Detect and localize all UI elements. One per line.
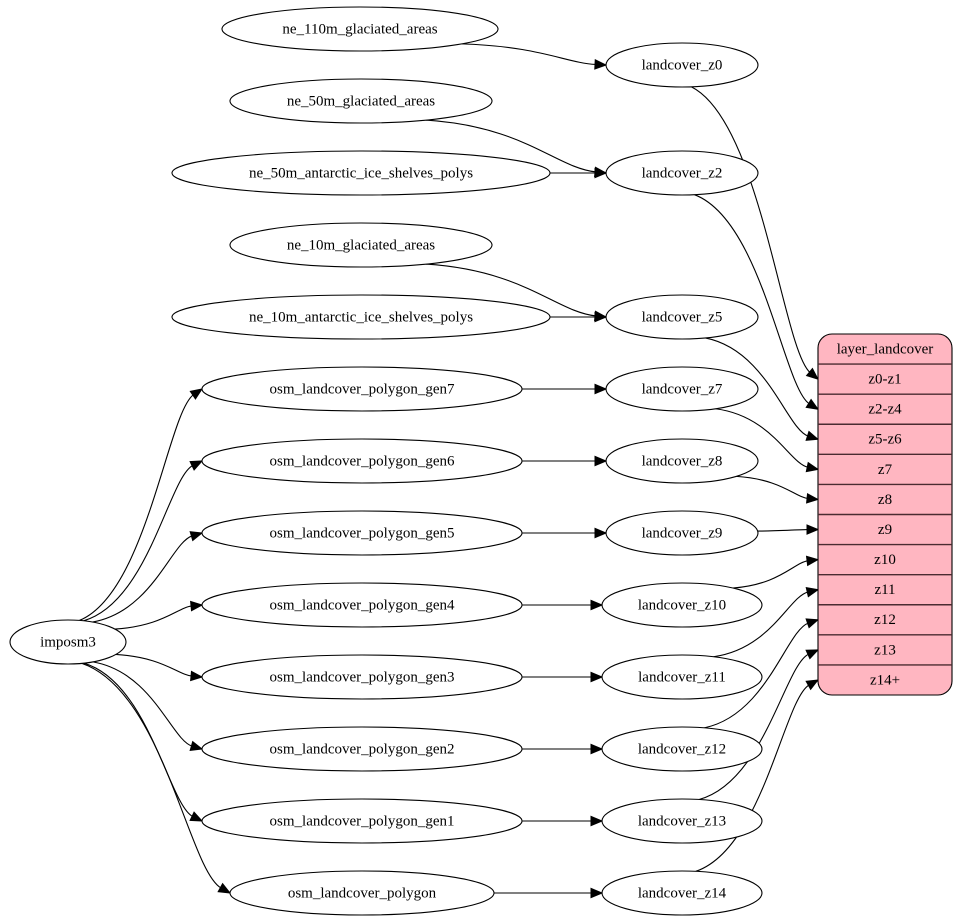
edge-layer xyxy=(79,43,820,899)
edge-landcover_z7-to-layer_landcover-z7 xyxy=(715,408,820,473)
node-landcover_z0[interactable]: landcover_z0 xyxy=(605,42,759,88)
edge-landcover_z2-to-layer_landcover-z2-z4 xyxy=(694,194,820,410)
edge-osm_landcover_polygon_gen3-to-landcover_z11 xyxy=(522,671,604,683)
edge-imposm3-to-osm_landcover_polygon_gen1 xyxy=(83,662,204,822)
edge-ne_110m_glaciated_areas-to-landcover_z0 xyxy=(461,43,608,70)
node-ne_50m_antarctic_ice_shelves_polys[interactable]: ne_50m_antarctic_ice_shelves_polys xyxy=(171,150,551,196)
node-ne_10m_glaciated_areas[interactable]: ne_10m_glaciated_areas xyxy=(229,222,493,268)
node-layer: imposm3 ne_110m_glaciated_areas ne_50m_gla… xyxy=(9,6,763,916)
edge-landcover_z14-to-layer_landcover-z14- xyxy=(695,679,820,872)
node-osm_landcover_polygon[interactable]: osm_landcover_polygon xyxy=(229,870,495,916)
node-osm_landcover_polygon_gen6[interactable]: osm_landcover_polygon_gen6 xyxy=(201,438,523,484)
edge-osm_landcover_polygon_gen2-to-landcover_z12 xyxy=(521,743,604,755)
edge-osm_landcover_polygon_gen4-to-landcover_z10 xyxy=(522,599,604,611)
node-landcover_z5[interactable]: landcover_z5 xyxy=(605,294,759,340)
node-osm_landcover_polygon_gen5[interactable]: osm_landcover_polygon_gen5 xyxy=(201,510,523,556)
edge-landcover_z0-to-layer_landcover-z0-z1 xyxy=(691,86,819,380)
node-landcover_z7[interactable]: landcover_z7 xyxy=(605,366,759,412)
edge-imposm3-to-osm_landcover_polygon_gen5 xyxy=(92,531,204,623)
node-osm_landcover_polygon_gen4[interactable]: osm_landcover_polygon_gen4 xyxy=(201,582,523,628)
edge-landcover_z9-to-layer_landcover-z9 xyxy=(757,524,820,535)
record-node-layer: layer_landcoverz0-z1z2-z4z5-z6z7z8z9z10z… xyxy=(817,333,953,696)
node-ne_10m_antarctic_ice_shelves_polys[interactable]: ne_10m_antarctic_ice_shelves_polys xyxy=(171,294,551,340)
node-osm_landcover_polygon_gen1[interactable]: osm_landcover_polygon_gen1 xyxy=(201,798,523,844)
node-landcover_z13[interactable]: landcover_z13 xyxy=(601,798,763,844)
node-imposm3[interactable]: imposm3 xyxy=(9,619,127,665)
edge-landcover_z13-to-layer_landcover-z13 xyxy=(698,649,820,801)
edge-landcover_z10-to-layer_landcover-z10 xyxy=(732,555,820,589)
edge-landcover_z12-to-layer_landcover-z12 xyxy=(704,618,820,729)
edge-imposm3-to-osm_landcover_polygon_gen4 xyxy=(114,600,204,630)
edge-imposm3-to-osm_landcover_polygon_gen2 xyxy=(92,661,204,751)
edge-landcover_z5-to-layer_landcover-z5-z6 xyxy=(705,337,820,441)
edge-landcover_z11-to-layer_landcover-z11 xyxy=(713,587,820,658)
node-osm_landcover_polygon_gen3[interactable]: osm_landcover_polygon_gen3 xyxy=(201,654,523,700)
node-landcover_z14[interactable]: landcover_z14 xyxy=(601,870,763,916)
edge-osm_landcover_polygon_gen7-to-landcover_z7 xyxy=(522,383,608,395)
node-landcover_z11[interactable]: landcover_z11 xyxy=(601,654,763,700)
edge-ne_50m_antarctic_ice_shelves_polys-to-landcover_z2 xyxy=(550,167,608,179)
node-landcover_z8[interactable]: landcover_z8 xyxy=(605,438,759,484)
node-ne_50m_glaciated_areas[interactable]: ne_50m_glaciated_areas xyxy=(229,78,493,124)
node-ne_110m_glaciated_areas[interactable]: ne_110m_glaciated_areas xyxy=(221,6,499,52)
edge-imposm3-to-osm_landcover_polygon_gen7 xyxy=(79,388,204,621)
edge-imposm3-to-osm_landcover_polygon_gen6 xyxy=(83,460,204,622)
node-landcover_z12[interactable]: landcover_z12 xyxy=(601,726,763,772)
edge-osm_landcover_polygon-to-landcover_z14 xyxy=(493,887,604,899)
edge-landcover_z8-to-layer_landcover-z8 xyxy=(736,475,820,504)
node-landcover_z9[interactable]: landcover_z9 xyxy=(605,510,759,556)
edge-ne_10m_antarctic_ice_shelves_polys-to-landcover_z5 xyxy=(550,311,608,323)
node-osm_landcover_polygon_gen7[interactable]: osm_landcover_polygon_gen7 xyxy=(201,366,523,412)
record-node-layer-landcover[interactable]: layer_landcoverz0-z1z2-z4z5-z6z7z8z9z10z… xyxy=(817,333,953,696)
edge-osm_landcover_polygon_gen1-to-landcover_z13 xyxy=(522,815,604,827)
node-osm_landcover_polygon_gen2[interactable]: osm_landcover_polygon_gen2 xyxy=(201,726,523,772)
edge-imposm3-to-osm_landcover_polygon_gen3 xyxy=(115,653,204,682)
node-landcover_z10[interactable]: landcover_z10 xyxy=(601,582,763,628)
edge-imposm3-to-osm_landcover_polygon xyxy=(81,662,232,894)
node-landcover_z2[interactable]: landcover_z2 xyxy=(605,150,759,196)
edge-osm_landcover_polygon_gen5-to-landcover_z9 xyxy=(522,527,608,539)
edge-osm_landcover_polygon_gen6-to-landcover_z8 xyxy=(522,455,608,467)
